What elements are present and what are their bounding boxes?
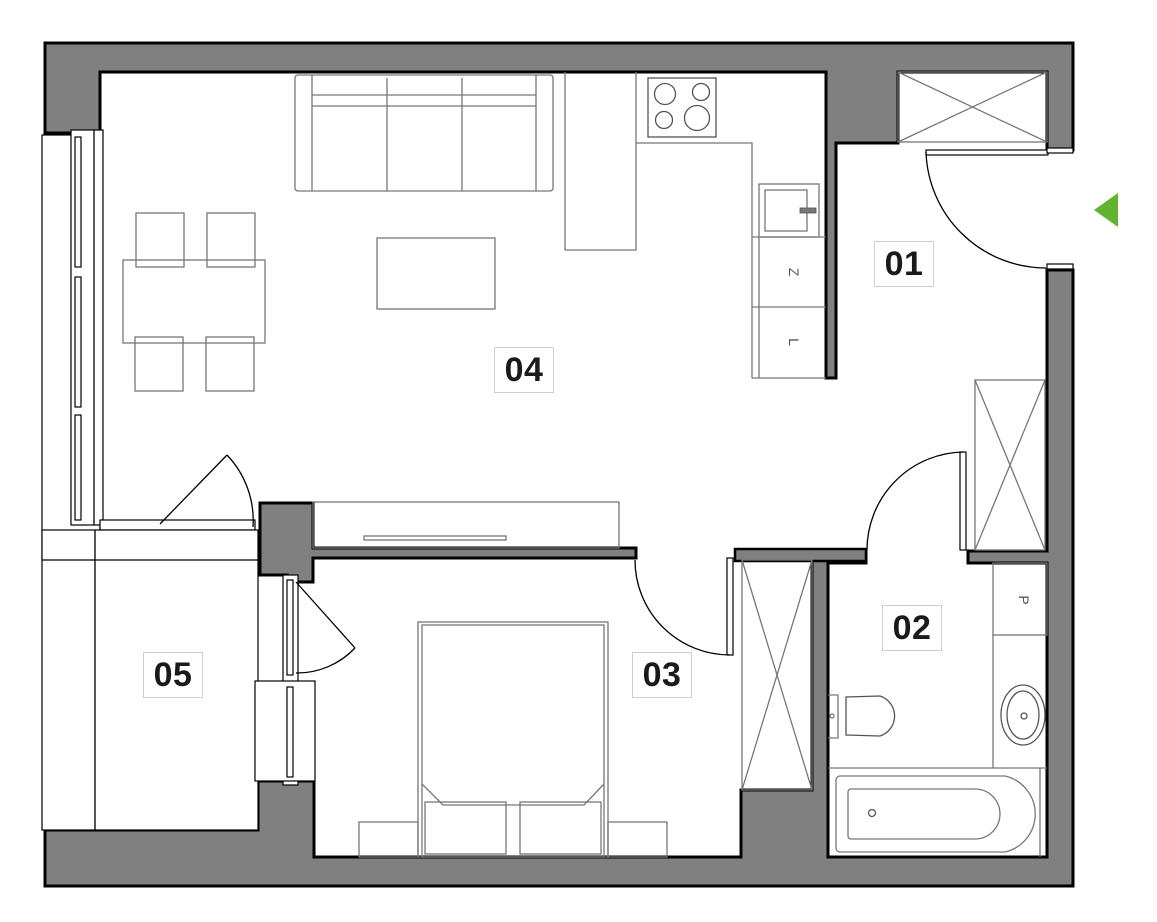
entry-door bbox=[925, 147, 1074, 270]
coffee-table bbox=[376, 237, 496, 310]
fridge-label: Z bbox=[786, 268, 802, 277]
washer-label: P bbox=[1016, 595, 1032, 604]
bathroom-fixtures bbox=[828, 562, 1048, 857]
room-label-04: 04 bbox=[494, 347, 554, 393]
bathroom-door bbox=[866, 451, 967, 551]
bedroom-wardrobe bbox=[741, 559, 813, 791]
living-wardrobe bbox=[312, 501, 620, 549]
hallway-closet-right bbox=[974, 379, 1046, 551]
bed bbox=[358, 621, 668, 858]
hallway-closet bbox=[897, 71, 1048, 143]
balcony-door bbox=[159, 454, 254, 528]
entry-arrow-icon bbox=[1094, 193, 1118, 227]
bedroom-door bbox=[634, 557, 734, 656]
room-label-02: 02 bbox=[882, 605, 942, 651]
room-label-03: 03 bbox=[632, 652, 692, 698]
living-window bbox=[41, 129, 256, 561]
dining-set bbox=[122, 212, 266, 392]
room-label-05: 05 bbox=[143, 652, 203, 698]
sofa bbox=[294, 74, 554, 192]
room-label-01: 01 bbox=[874, 241, 934, 287]
bedroom-window bbox=[254, 574, 356, 786]
dishwasher-label: L bbox=[786, 338, 802, 346]
kitchen-counter bbox=[564, 72, 826, 379]
